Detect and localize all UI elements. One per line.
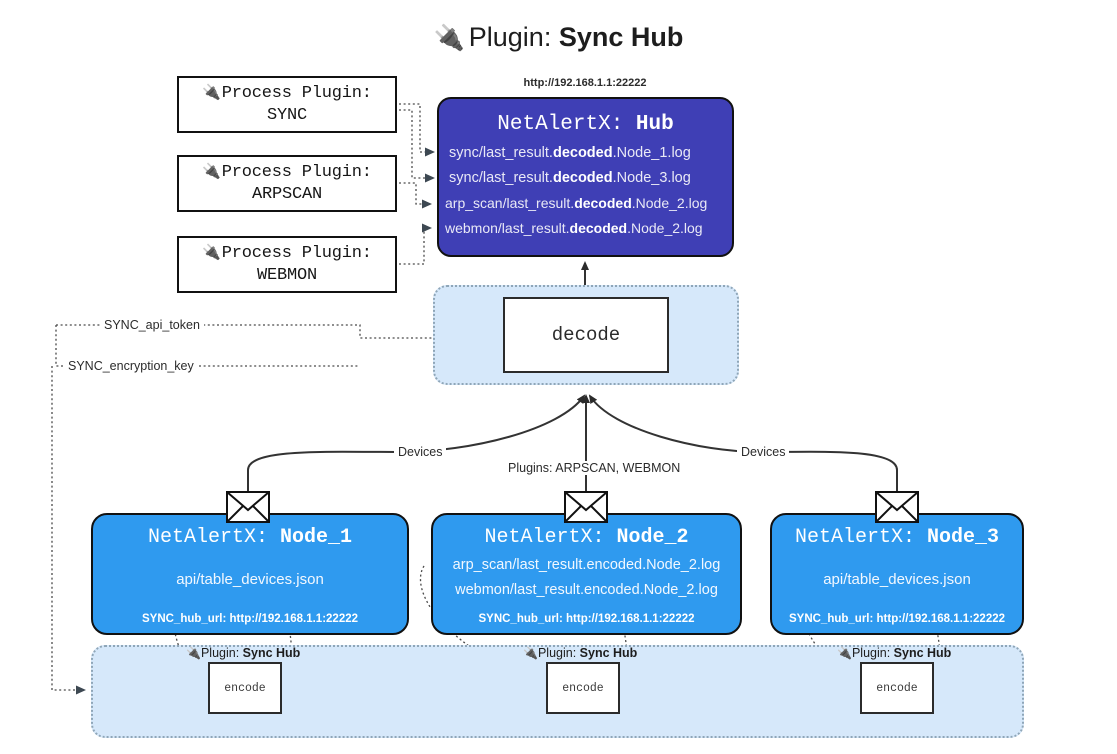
node-line: api/table_devices.json [176, 571, 324, 588]
encode-plugin-tag-2: 🔌Plugin: Sync Hub [523, 646, 638, 660]
process-plugin-heading: Process Plugin: [221, 243, 372, 263]
plug-icon: 🔌 [523, 646, 538, 660]
hub-log-3: arp_scan/last_result.decoded.Node_2.log [445, 195, 708, 211]
process-plugin-name: ARPSCAN [251, 184, 322, 204]
node-title: NetAlertX: Node_2 [484, 526, 689, 549]
plug-icon: 🔌 [202, 84, 221, 102]
page-title: 🔌Plugin: Sync Hub [0, 16, 1117, 59]
encode-box-3[interactable]: encode [860, 662, 934, 714]
hub-log-4: webmon/last_result.decoded.Node_2.log [445, 220, 703, 236]
process-plugin-webmon[interactable]: 🔌Process Plugin: WEBMON [177, 236, 397, 293]
label-sync-encryption-key: SYNC_encryption_key [64, 359, 198, 373]
label-devices-left: Devices [394, 445, 447, 459]
node-title: NetAlertX: Node_3 [794, 526, 1000, 549]
node-hub-url: SYNC_hub_url: http://192.168.1.1:22222 [141, 613, 359, 625]
title-name: Sync Hub [558, 22, 684, 52]
plug-icon: 🔌 [186, 646, 201, 660]
hub-title-prefix: NetAlertX: [497, 113, 636, 136]
encode-plugin-tag-3: 🔌Plugin: Sync Hub [837, 646, 952, 660]
hub-log-2: sync/last_result.decoded.Node_3.log [449, 170, 691, 186]
encode-box-2[interactable]: encode [546, 662, 620, 714]
hub-node[interactable]: NetAlertX: Hub sync/last_result.decoded.… [437, 97, 734, 257]
node-2[interactable]: NetAlertX: Node_2 arp_scan/last_result.e… [431, 513, 742, 635]
plug-icon: 🔌 [837, 646, 852, 660]
process-plugin-arpscan[interactable]: 🔌Process Plugin: ARPSCAN [177, 155, 397, 212]
plug-icon: 🔌 [202, 244, 221, 262]
node-1[interactable]: NetAlertX: Node_1 api/table_devices.json… [91, 513, 409, 635]
title-prefix: Plugin: [468, 22, 559, 52]
node-hub-url: SYNC_hub_url: http://192.168.1.1:22222 [478, 613, 695, 625]
label-sync-api-token: SYNC_api_token [100, 318, 204, 332]
node-3[interactable]: NetAlertX: Node_3 api/table_devices.json… [770, 513, 1024, 635]
label-plugins-center: Plugins: ARPSCAN, WEBMON [504, 461, 685, 475]
label-devices-right: Devices [737, 445, 790, 459]
hub-url-label: http://192.168.1.1:22222 [523, 77, 647, 89]
hub-title: NetAlertX: Hub [439, 109, 732, 141]
process-plugin-sync[interactable]: 🔌Process Plugin: SYNC [177, 76, 397, 133]
encode-box-1[interactable]: encode [208, 662, 282, 714]
node-hub-url: SYNC_hub_url: http://192.168.1.1:22222 [788, 613, 1006, 625]
encode-plugin-tag-1: 🔌Plugin: Sync Hub [186, 646, 301, 660]
hub-log-1: sync/last_result.decoded.Node_1.log [449, 145, 691, 161]
node-line: arp_scan/last_result.encoded.Node_2.log [452, 557, 721, 573]
node-line: api/table_devices.json [823, 571, 971, 588]
process-plugin-name: SYNC [266, 105, 307, 125]
process-plugin-heading: Process Plugin: [221, 83, 372, 103]
plug-icon: 🔌 [202, 163, 221, 181]
decode-box[interactable]: decode [503, 297, 669, 373]
node-title: NetAlertX: Node_1 [147, 526, 353, 549]
node-line: webmon/last_result.encoded.Node_2.log [455, 582, 718, 598]
process-plugin-name: WEBMON [256, 265, 317, 285]
plug-icon: 🔌 [433, 24, 465, 52]
hub-title-name: Hub [635, 113, 674, 136]
process-plugin-heading: Process Plugin: [221, 162, 372, 182]
